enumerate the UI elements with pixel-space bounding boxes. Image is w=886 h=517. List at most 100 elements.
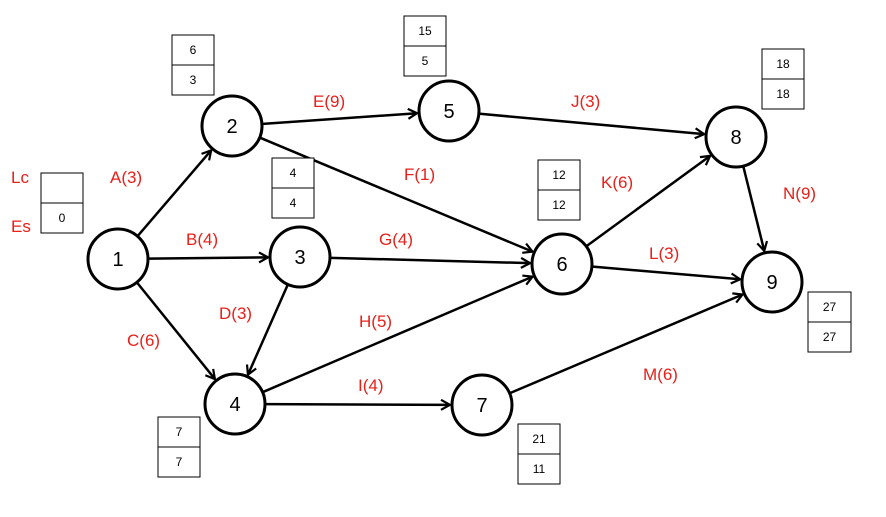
edge-6-8 [586,156,710,247]
edge-4-7 [265,404,450,405]
edge-label-4-6: H(5) [359,312,392,331]
node-8: 8 [704,105,768,169]
edge-label-8-9: N(9) [783,184,816,203]
node-circle-6 [530,232,594,296]
es-cell-6 [537,189,581,221]
legend: Lc Es 0 [11,168,84,236]
lc-cell-3 [271,157,315,189]
edge-label-7-9: M(6) [643,365,678,384]
edge-label-1-2: A(3) [110,168,142,187]
es-value-3: 4 [290,196,297,210]
node-label-5: 5 [443,101,454,123]
edge-label-6-9: L(3) [649,244,679,263]
es-value-7: 11 [533,462,546,476]
legend-lc-label: Lc [11,168,29,187]
edge-label-2-6: F(1) [404,165,435,184]
edge-1-4 [136,282,214,379]
edge-label-2-5: E(9) [313,92,345,111]
edge-label-3-4: D(3) [219,304,252,323]
lc-cell-5 [403,15,447,47]
node-circle-8 [704,105,768,169]
node-label-3: 3 [294,247,305,269]
edge-label-1-3: B(4) [186,230,218,249]
edge-1-3 [148,257,268,258]
es-value-4: 7 [176,455,183,469]
edge-3-6 [330,256,530,263]
lc-value-7: 21 [532,432,546,446]
lc-cell-4 [157,416,201,448]
edge-1-2 [137,150,211,237]
edge-label-1-4: C(6) [127,331,160,350]
lc-value-8: 18 [776,57,790,71]
edge-2-5 [262,113,417,126]
node-circle-4 [203,372,267,436]
edge-7-9 [510,294,743,395]
es-cell-7 [517,453,561,485]
time-box-9: 27 27 [807,291,852,353]
lc-cell-6 [537,159,581,191]
lc-value-2: 6 [190,43,197,57]
edge-6-9 [592,265,740,280]
node-circle-3 [268,225,332,289]
edges-layer: A(3) B(4) C(6) D(3) E(9) F(1) G(4) H(5) I(4) J(3)… [110,92,816,405]
edge-4-6 [263,277,532,393]
legend-es-value: 0 [59,211,66,225]
time-box-2: 63 [171,34,215,96]
lc-value-6: 12 [552,168,566,182]
edge-label-4-7: I(4) [358,376,384,395]
es-cell-9 [807,321,852,353]
time-box-4: 77 [157,416,201,478]
lc-cell-7 [517,423,561,455]
es-value-5: 5 [422,54,429,68]
es-cell-3 [271,187,315,219]
node-circle-1 [86,227,150,291]
edge-8-9 [742,166,764,251]
es-cell-8 [761,78,805,110]
time-box-7: 21 11 [517,423,561,485]
node-circle-9 [740,250,804,314]
node-label-6: 6 [556,254,567,276]
node-label-1: 1 [112,249,123,271]
legend-lc-box [40,172,84,204]
edge-2-6 [260,136,533,252]
lc-cell-2 [171,34,215,66]
legend-es-box [40,202,84,234]
es-cell-4 [157,446,201,478]
node-circle-5 [417,79,481,143]
node-label-9: 9 [766,272,777,294]
edge-5-8 [479,112,704,134]
time-box-6: 12 12 [537,159,581,221]
lc-value-3: 4 [290,166,297,180]
es-value-9: 27 [823,330,837,344]
time-box-3: 44 [271,157,315,219]
node-2: 2 [200,94,264,158]
legend-es-label: Es [11,217,31,236]
node-label-8: 8 [730,127,741,149]
time-box-5: 15 5 [403,15,447,77]
node-9: 9 [740,250,804,314]
node-label-2: 2 [226,116,237,138]
node-5: 5 [417,79,481,143]
es-value-2: 3 [190,73,197,87]
edge-label-6-8: K(6) [601,173,633,192]
node-3: 3 [268,225,332,289]
node-6: 6 [530,232,594,296]
lc-value-5: 15 [418,24,432,38]
node-4: 4 [203,372,267,436]
lc-cell-8 [761,48,805,80]
edge-label-3-6: G(4) [379,230,413,249]
node-7: 7 [450,373,514,437]
es-value-6: 12 [552,198,566,212]
es-value-8: 18 [776,87,790,101]
edge-label-5-8: J(3) [571,92,600,111]
lc-value-9: 27 [823,300,837,314]
node-circle-7 [450,373,514,437]
node-label-7: 7 [476,395,487,417]
node-1: 1 [86,227,150,291]
node-circle-2 [200,94,264,158]
